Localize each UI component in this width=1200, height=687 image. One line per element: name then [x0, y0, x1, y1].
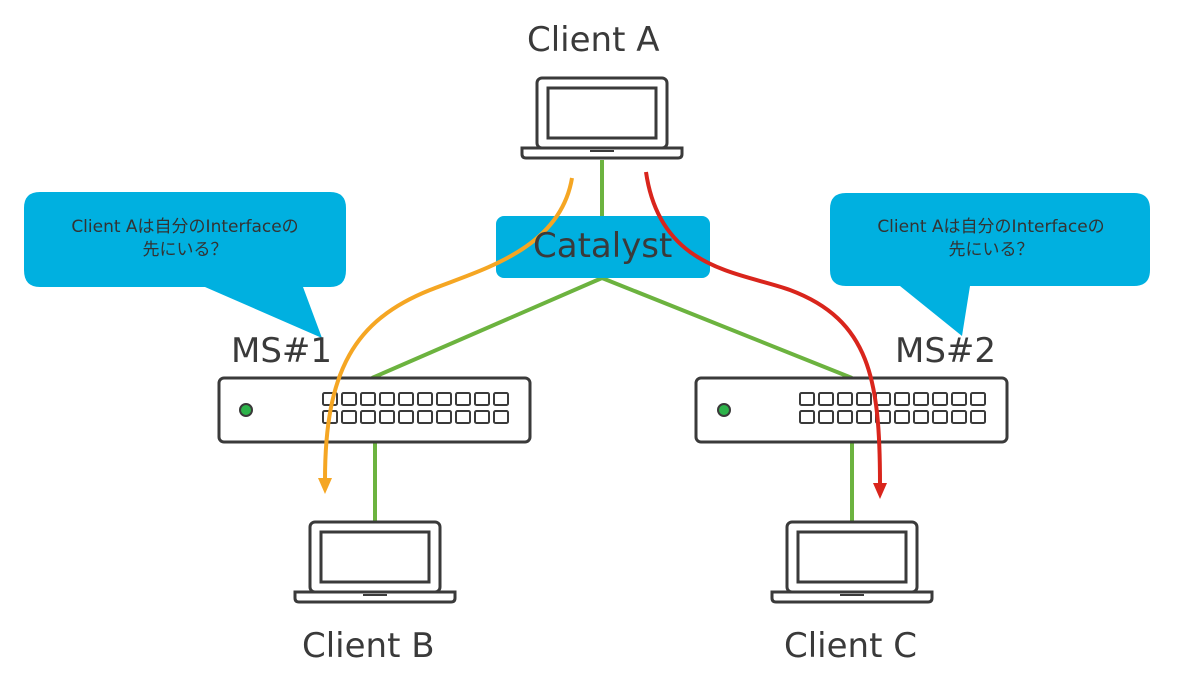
switch-port — [951, 392, 967, 406]
status-led-icon — [239, 403, 253, 417]
switch-port — [379, 392, 395, 406]
switch-port — [493, 410, 509, 424]
laptop-client-c — [770, 520, 934, 604]
switch-port — [474, 392, 490, 406]
bubble-right-line2: 先にいる？ — [948, 240, 1034, 260]
switch-ms1 — [217, 376, 532, 444]
switch-port — [894, 392, 910, 406]
laptop-client-a — [520, 76, 684, 160]
catalyst-box — [496, 216, 710, 278]
switch-port — [913, 392, 929, 406]
switch-port — [493, 392, 509, 406]
speech-bubble-left — [24, 192, 346, 338]
catalyst-label: Catalyst — [533, 226, 673, 266]
link-catalyst-ms2 — [601, 276, 853, 380]
links — [371, 160, 854, 522]
switch-port — [799, 392, 815, 406]
switch-port — [951, 410, 967, 424]
laptop-screen — [796, 530, 908, 584]
laptop-screen — [546, 86, 658, 140]
switch-port — [455, 392, 471, 406]
switch-port — [856, 392, 872, 406]
switch-port — [875, 392, 891, 406]
bubble-right-text: Client Aは自分のInterfaceの 先にいる？ — [846, 216, 1136, 262]
laptop-base — [520, 146, 684, 160]
switch-port — [398, 410, 414, 424]
switch-port — [818, 410, 834, 424]
switch-port — [360, 410, 376, 424]
switch-port — [856, 410, 872, 424]
ms1-label: MS#1 — [231, 331, 333, 371]
switch-port — [341, 392, 357, 406]
switch-port — [379, 410, 395, 424]
laptop-screen — [319, 530, 431, 584]
speech-bubble-right — [830, 193, 1150, 336]
client-b-label: Client B — [302, 626, 435, 666]
client-c-label: Client C — [784, 626, 917, 666]
switch-port — [932, 410, 948, 424]
switch-port — [455, 410, 471, 424]
switch-port — [970, 410, 986, 424]
switch-port — [436, 392, 452, 406]
switch-port — [837, 392, 853, 406]
bubble-right-line1: Client Aは自分のInterfaceの — [877, 217, 1105, 237]
switch-port — [417, 392, 433, 406]
switch-port — [837, 410, 853, 424]
bubble-left-line2: 先にいる？ — [142, 240, 228, 260]
ms2-label: MS#2 — [895, 331, 997, 371]
switch-port — [360, 392, 376, 406]
switch-port — [932, 392, 948, 406]
switch-port — [474, 410, 490, 424]
switch-port — [894, 410, 910, 424]
status-led-icon — [717, 403, 731, 417]
switch-ports — [799, 392, 986, 424]
bubble-left-text: Client Aは自分のInterfaceの 先にいる？ — [40, 216, 330, 262]
switch-ms2 — [694, 376, 1009, 444]
laptop-base — [770, 590, 934, 604]
path-to-client-c — [644, 171, 882, 486]
switch-port — [436, 410, 452, 424]
switch-port — [970, 392, 986, 406]
bubble-left-line1: Client Aは自分のInterfaceの — [71, 217, 299, 237]
link-catalyst-ms1 — [371, 276, 603, 380]
switch-icon — [217, 376, 532, 444]
path-to-client-b — [323, 177, 574, 481]
switch-port — [818, 392, 834, 406]
switch-port — [398, 392, 414, 406]
laptop-client-b — [293, 520, 457, 604]
laptop-base — [293, 590, 457, 604]
switch-port — [799, 410, 815, 424]
switch-port — [341, 410, 357, 424]
switch-port — [913, 410, 929, 424]
arrowhead-client-b — [318, 478, 332, 494]
client-a-label: Client A — [527, 20, 660, 60]
arrowhead-client-c — [873, 483, 887, 499]
switch-port — [417, 410, 433, 424]
switch-icon — [694, 376, 1009, 444]
